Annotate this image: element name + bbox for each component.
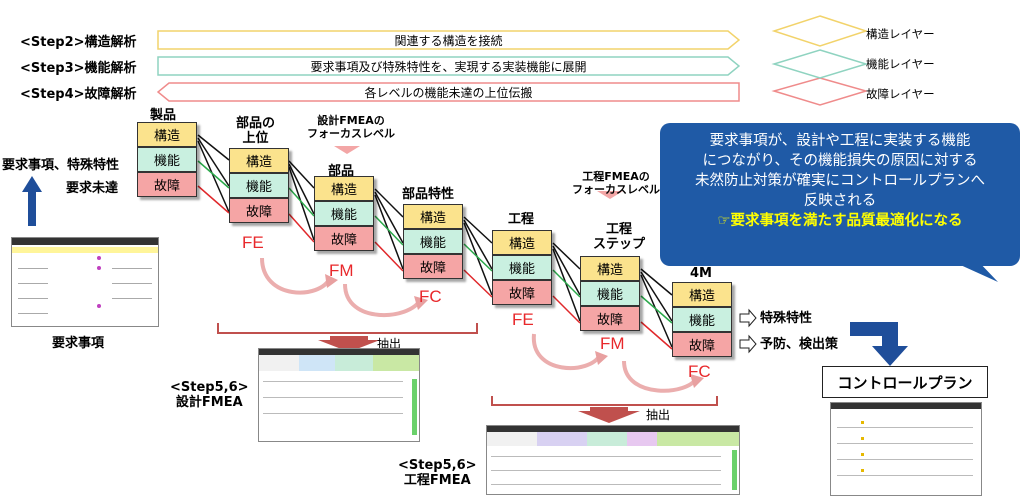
stack-4m: 構造 機能 故障 bbox=[672, 282, 732, 357]
stack-product: 構造 機能 故障 bbox=[137, 122, 197, 197]
step4-label: <Step4>故障解析 bbox=[20, 87, 137, 102]
level-product: 製品 bbox=[150, 108, 177, 123]
legend-function: 機能レイヤー bbox=[866, 57, 935, 71]
req-unmet-label: 要求未達 bbox=[66, 181, 119, 196]
level-part-char: 部品特性 bbox=[402, 187, 455, 202]
cell-function: 機能 bbox=[580, 281, 640, 306]
process-fmea-thumbnail bbox=[486, 425, 740, 495]
level-process-step: 工程 ステップ bbox=[593, 222, 646, 252]
legend-failure: 故障レイヤー bbox=[866, 87, 935, 101]
step3-arrow: 要求事項及び特殊特性を、実現する実装機能に展開 bbox=[157, 56, 740, 76]
control-plan-thumbnail bbox=[830, 402, 982, 496]
cell-function: 機能 bbox=[492, 255, 552, 280]
design-fmea-thumbnail bbox=[258, 348, 420, 442]
design-focus-label: 設計FMEAの フォーカスレベル bbox=[307, 114, 395, 140]
fm-process: FM bbox=[600, 334, 625, 353]
req-caption: 要求事項 bbox=[52, 336, 105, 351]
special-char-label: 特殊特性 bbox=[760, 311, 813, 326]
step2-arrow: 関連する構造を接続 bbox=[157, 30, 740, 50]
fc-process: FC bbox=[688, 362, 711, 381]
stack-process: 構造 機能 故障 bbox=[492, 230, 552, 305]
cell-function: 機能 bbox=[403, 229, 463, 254]
step4-desc: 各レベルの機能未達の上位伝搬 bbox=[364, 85, 533, 100]
cell-structure: 構造 bbox=[492, 230, 552, 255]
stack-part-char: 構造 機能 故障 bbox=[403, 204, 463, 279]
extract-label-design: 抽出 bbox=[377, 337, 402, 351]
callout-emphasis: ☞要求事項を満たす品質最適化になる bbox=[717, 213, 963, 229]
level-part: 部品 bbox=[328, 164, 355, 179]
cell-failure: 故障 bbox=[580, 306, 640, 331]
cell-structure: 構造 bbox=[580, 256, 640, 281]
step3-desc: 要求事項及び特殊特性を、実現する実装機能に展開 bbox=[310, 59, 587, 74]
cell-function: 機能 bbox=[229, 173, 289, 198]
stack-process-step: 構造 機能 故障 bbox=[580, 256, 640, 331]
fc-design: FC bbox=[419, 287, 442, 306]
key-message-callout: 要求事項が、設計や工程に実装する機能 につながり、その機能損失の原因に対する 未… bbox=[660, 123, 1020, 266]
level-process: 工程 bbox=[508, 212, 535, 227]
step2-desc: 関連する構造を接続 bbox=[394, 33, 503, 48]
level-parent-part: 部品の 上位 bbox=[236, 116, 276, 146]
layer-legend-graphic bbox=[771, 15, 869, 106]
cell-failure: 故障 bbox=[314, 226, 374, 251]
cell-structure: 構造 bbox=[403, 204, 463, 229]
cell-function: 機能 bbox=[137, 147, 197, 172]
fe-design: FE bbox=[242, 233, 264, 252]
requirements-thumbnail bbox=[11, 237, 159, 327]
cell-failure: 故障 bbox=[229, 198, 289, 223]
process-fmea-caption: <Step5,6> 工程FMEA bbox=[398, 458, 477, 488]
cell-structure: 構造 bbox=[672, 282, 732, 307]
process-focus-label: 工程FMEAの フォーカスレベル bbox=[572, 170, 660, 196]
fm-design: FM bbox=[329, 261, 354, 280]
extract-label-process: 抽出 bbox=[646, 408, 671, 422]
callout-text: 要求事項が、設計や工程に実装する機能 につながり、その機能損失の原因に対する 未… bbox=[695, 133, 985, 209]
cell-structure: 構造 bbox=[314, 176, 374, 201]
step3-label: <Step3>機能解析 bbox=[20, 61, 137, 76]
legend-structure: 構造レイヤー bbox=[866, 27, 935, 41]
cell-failure: 故障 bbox=[137, 172, 197, 197]
prevent-detect-label: 予防、検出策 bbox=[760, 337, 839, 352]
cell-failure: 故障 bbox=[492, 280, 552, 305]
level-4m: 4M bbox=[690, 266, 712, 281]
stack-parent-part: 構造 機能 故障 bbox=[229, 148, 289, 223]
cell-structure: 構造 bbox=[137, 122, 197, 147]
stack-part: 構造 機能 故障 bbox=[314, 176, 374, 251]
step2-label: <Step2>構造解析 bbox=[20, 35, 137, 50]
fe-process: FE bbox=[512, 310, 534, 329]
cell-function: 機能 bbox=[314, 201, 374, 226]
cell-failure: 故障 bbox=[403, 254, 463, 279]
step4-arrow: 各レベルの機能未達の上位伝搬 bbox=[157, 82, 740, 102]
control-plan-title: コントロールプラン bbox=[822, 366, 988, 398]
req-special-label: 要求事項、特殊特性 bbox=[2, 158, 120, 173]
cell-function: 機能 bbox=[672, 307, 732, 332]
cell-structure: 構造 bbox=[229, 148, 289, 173]
cell-failure: 故障 bbox=[672, 332, 732, 357]
design-fmea-caption: <Step5,6> 設計FMEA bbox=[170, 380, 249, 410]
